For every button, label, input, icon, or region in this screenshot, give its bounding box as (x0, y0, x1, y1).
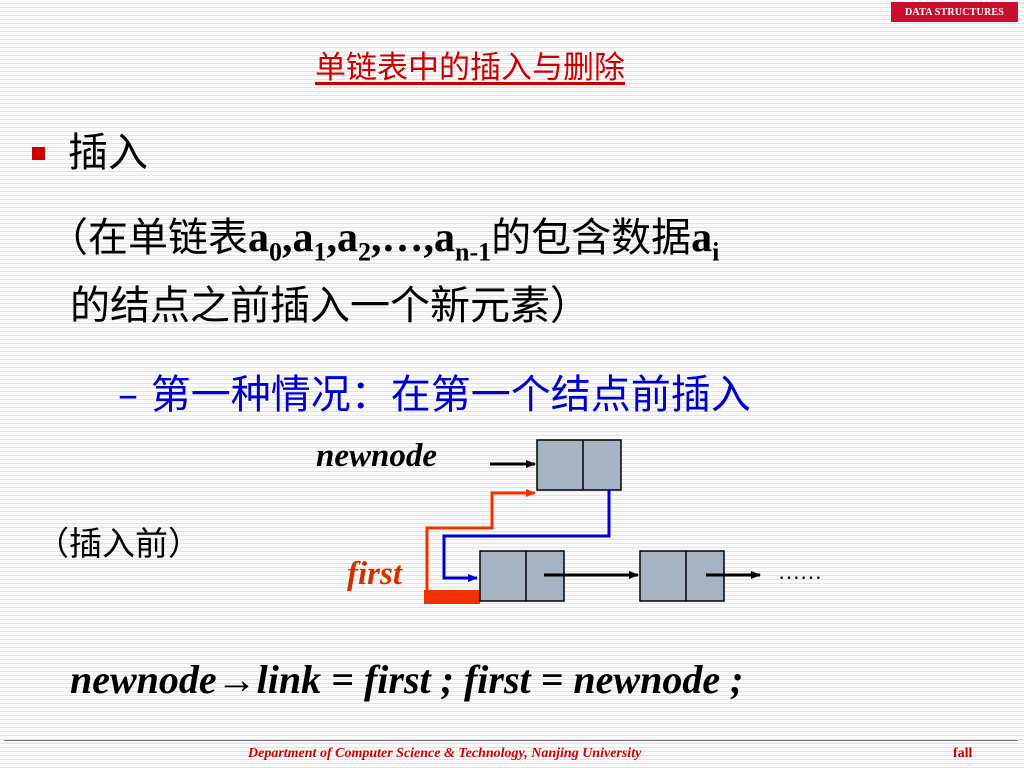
sequence-formula: a0,a1,a2,…,an-1 (248, 215, 491, 266)
subbullet-text: 第一种情况：在第一个结点前插入 (150, 372, 751, 418)
var-a: a (292, 215, 314, 261)
label-newnode: newnode (316, 438, 438, 474)
var-a: a (337, 215, 358, 261)
description-line-2: 的结点之前插入一个新元素） (70, 283, 590, 329)
slide-title: 单链表中的插入与删除 (315, 50, 625, 86)
comma: , (282, 215, 293, 261)
label-first: first (347, 556, 403, 592)
footer-department: Department of Computer Science & Technol… (248, 746, 642, 761)
sub-0: 0 (269, 237, 282, 267)
new-node (536, 439, 622, 491)
footer-divider (4, 740, 1018, 741)
data-formula: ai (691, 215, 719, 266)
description-prefix: （在单链表 (48, 215, 248, 261)
newnode-link-pointer (442, 490, 611, 582)
sub-2: 2 (358, 237, 371, 267)
label-ellipsis: …… (778, 559, 822, 584)
label-before-insert: （插入前） (36, 524, 201, 563)
first-pointer-to-newnode (425, 489, 536, 592)
comma: , (326, 215, 338, 261)
bullet-insert: 插入 (68, 130, 148, 176)
bullet-square-icon (32, 147, 45, 160)
var-a: a (248, 215, 269, 261)
code-statement: newnode→link = first ; first = newnode ; (70, 657, 744, 702)
subbullet-dash: – (118, 372, 138, 418)
footer-term: fall (953, 746, 973, 761)
ellipsis: ,…, (371, 215, 434, 261)
course-badge: DATA STRUCTURES (891, 2, 1018, 22)
subbullet-first-case: – 第一种情况：在第一个结点前插入 (118, 362, 751, 420)
description-line-1: （在单链表a0,a1,a2,…,an-1的包含数据ai (48, 205, 719, 267)
first-pointer-box (424, 590, 480, 604)
description-middle: 的包含数据 (491, 215, 692, 261)
var-a: a (434, 215, 455, 261)
var-a: a (691, 215, 713, 261)
sub-n-1: n-1 (455, 237, 492, 267)
sub-i: i (712, 237, 720, 267)
sub-1: 1 (313, 237, 327, 267)
